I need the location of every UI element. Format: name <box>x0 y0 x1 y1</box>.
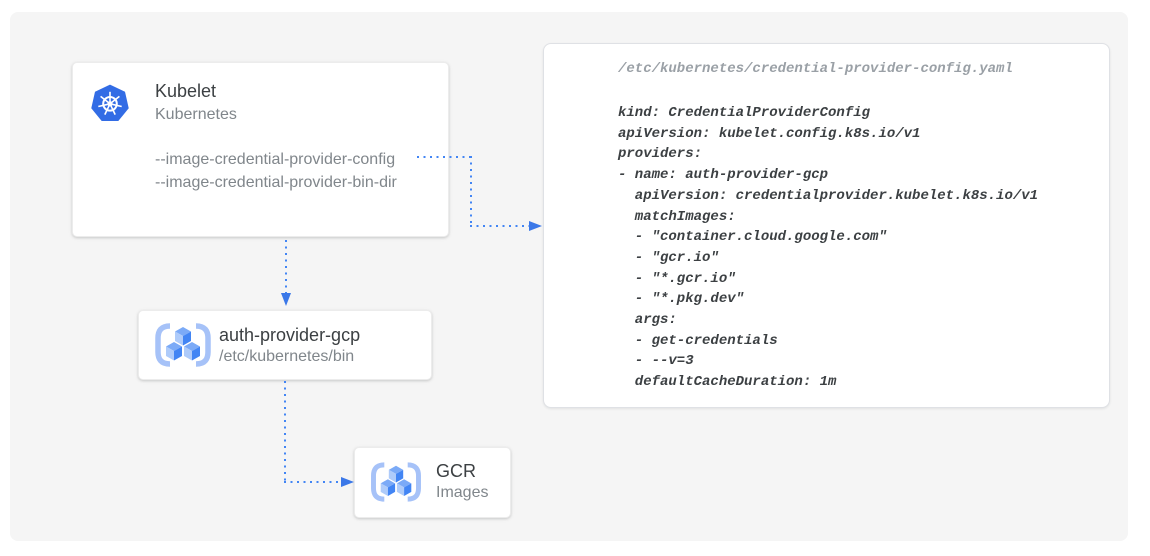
kubelet-flags: --image-credential-provider-config --ima… <box>155 148 397 194</box>
connector-segment <box>285 240 287 294</box>
kubelet-flag-bin-dir: --image-credential-provider-bin-dir <box>155 174 397 191</box>
credential-config-panel: /etc/kubernetes/credential-provider-conf… <box>543 43 1110 408</box>
config-filename: /etc/kubernetes/credential-provider-conf… <box>618 61 1013 77</box>
kubernetes-icon <box>91 84 129 121</box>
connector-segment <box>470 156 472 226</box>
diagram-canvas: Kubelet Kubernetes --image-credential-pr… <box>10 12 1128 541</box>
auth-provider-subtitle: /etc/kubernetes/bin <box>219 348 355 365</box>
arrowhead-down-icon <box>281 293 291 306</box>
arrowhead-right-icon <box>529 221 542 231</box>
container-registry-icon <box>153 321 213 369</box>
kubelet-node-card: Kubelet Kubernetes --image-credential-pr… <box>72 62 449 237</box>
connector-segment <box>284 381 286 481</box>
config-yaml-code: kind: CredentialProviderConfig apiVersio… <box>618 105 1039 391</box>
kubelet-flag-config: --image-credential-provider-config <box>155 151 396 168</box>
auth-provider-node-card: auth-provider-gcp /etc/kubernetes/bin <box>138 310 432 380</box>
gcr-node-card: GCR Images <box>354 447 511 518</box>
arrowhead-right-icon <box>341 477 354 487</box>
connector-segment <box>284 481 342 483</box>
kubelet-subtitle: Kubernetes <box>155 106 237 123</box>
gcr-subtitle: Images <box>436 484 489 501</box>
connector-segment <box>417 156 471 158</box>
container-registry-icon <box>369 460 423 504</box>
connector-segment <box>470 225 529 227</box>
kubelet-title: Kubelet <box>155 81 217 101</box>
auth-provider-title: auth-provider-gcp <box>219 325 361 345</box>
gcr-title: GCR <box>436 461 476 481</box>
